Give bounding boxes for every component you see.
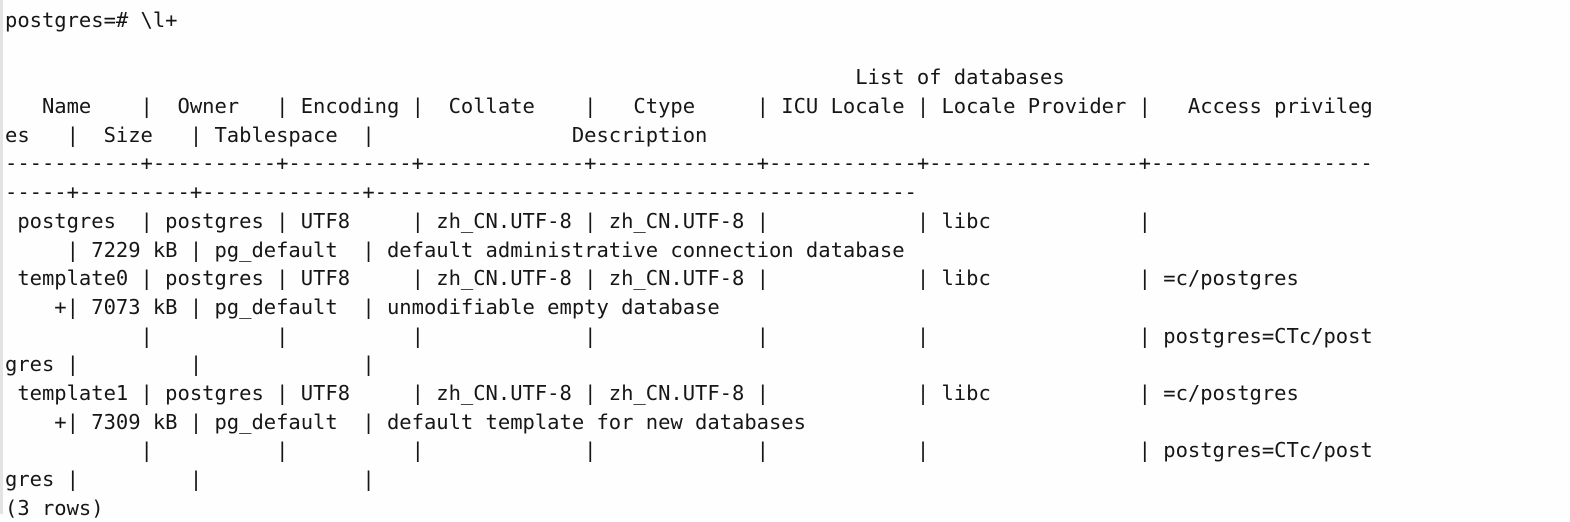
table-row-template1-a: template1 | postgres | UTF8 | zh_CN.UTF-… <box>5 380 1373 405</box>
prompt-line: postgres=# \l+ <box>5 8 178 32</box>
table-separator-line-2: -----+---------+-------------+----------… <box>5 180 917 205</box>
blank-line <box>5 35 1570 64</box>
table-row-template0-a: template0 | postgres | UTF8 | zh_CN.UTF-… <box>5 266 1373 291</box>
table-separator-line-1: -----------+----------+----------+------… <box>5 151 1373 176</box>
table-row-postgres-a: postgres | postgres | UTF8 | zh_CN.UTF-8… <box>5 208 1373 233</box>
table-row-template0-d: gres | | | <box>5 352 375 377</box>
table-row-template1-d: gres | | | <box>5 467 375 491</box>
table-header-line-1: Name | Owner | Encoding | Collate | Ctyp… <box>5 94 1373 119</box>
table-header-line-2: es | Size | Tablespace | Description <box>5 122 708 147</box>
table-row-template0-c: | | | | | | | postgres=CTc/post <box>5 323 1373 348</box>
table-row-postgres-b: | 7229 kB | pg_default | default adminis… <box>5 237 905 262</box>
row-count-line: (3 rows) <box>5 495 104 520</box>
table-row-template1-c: | | | | | | | postgres=CTc/post <box>5 438 1373 463</box>
table-caption: List of databases <box>5 65 1065 90</box>
table-row-template0-b: +| 7073 kB | pg_default | unmodifiable e… <box>5 294 720 319</box>
table-row-template1-b: +| 7309 kB | pg_default | default templa… <box>5 409 806 434</box>
